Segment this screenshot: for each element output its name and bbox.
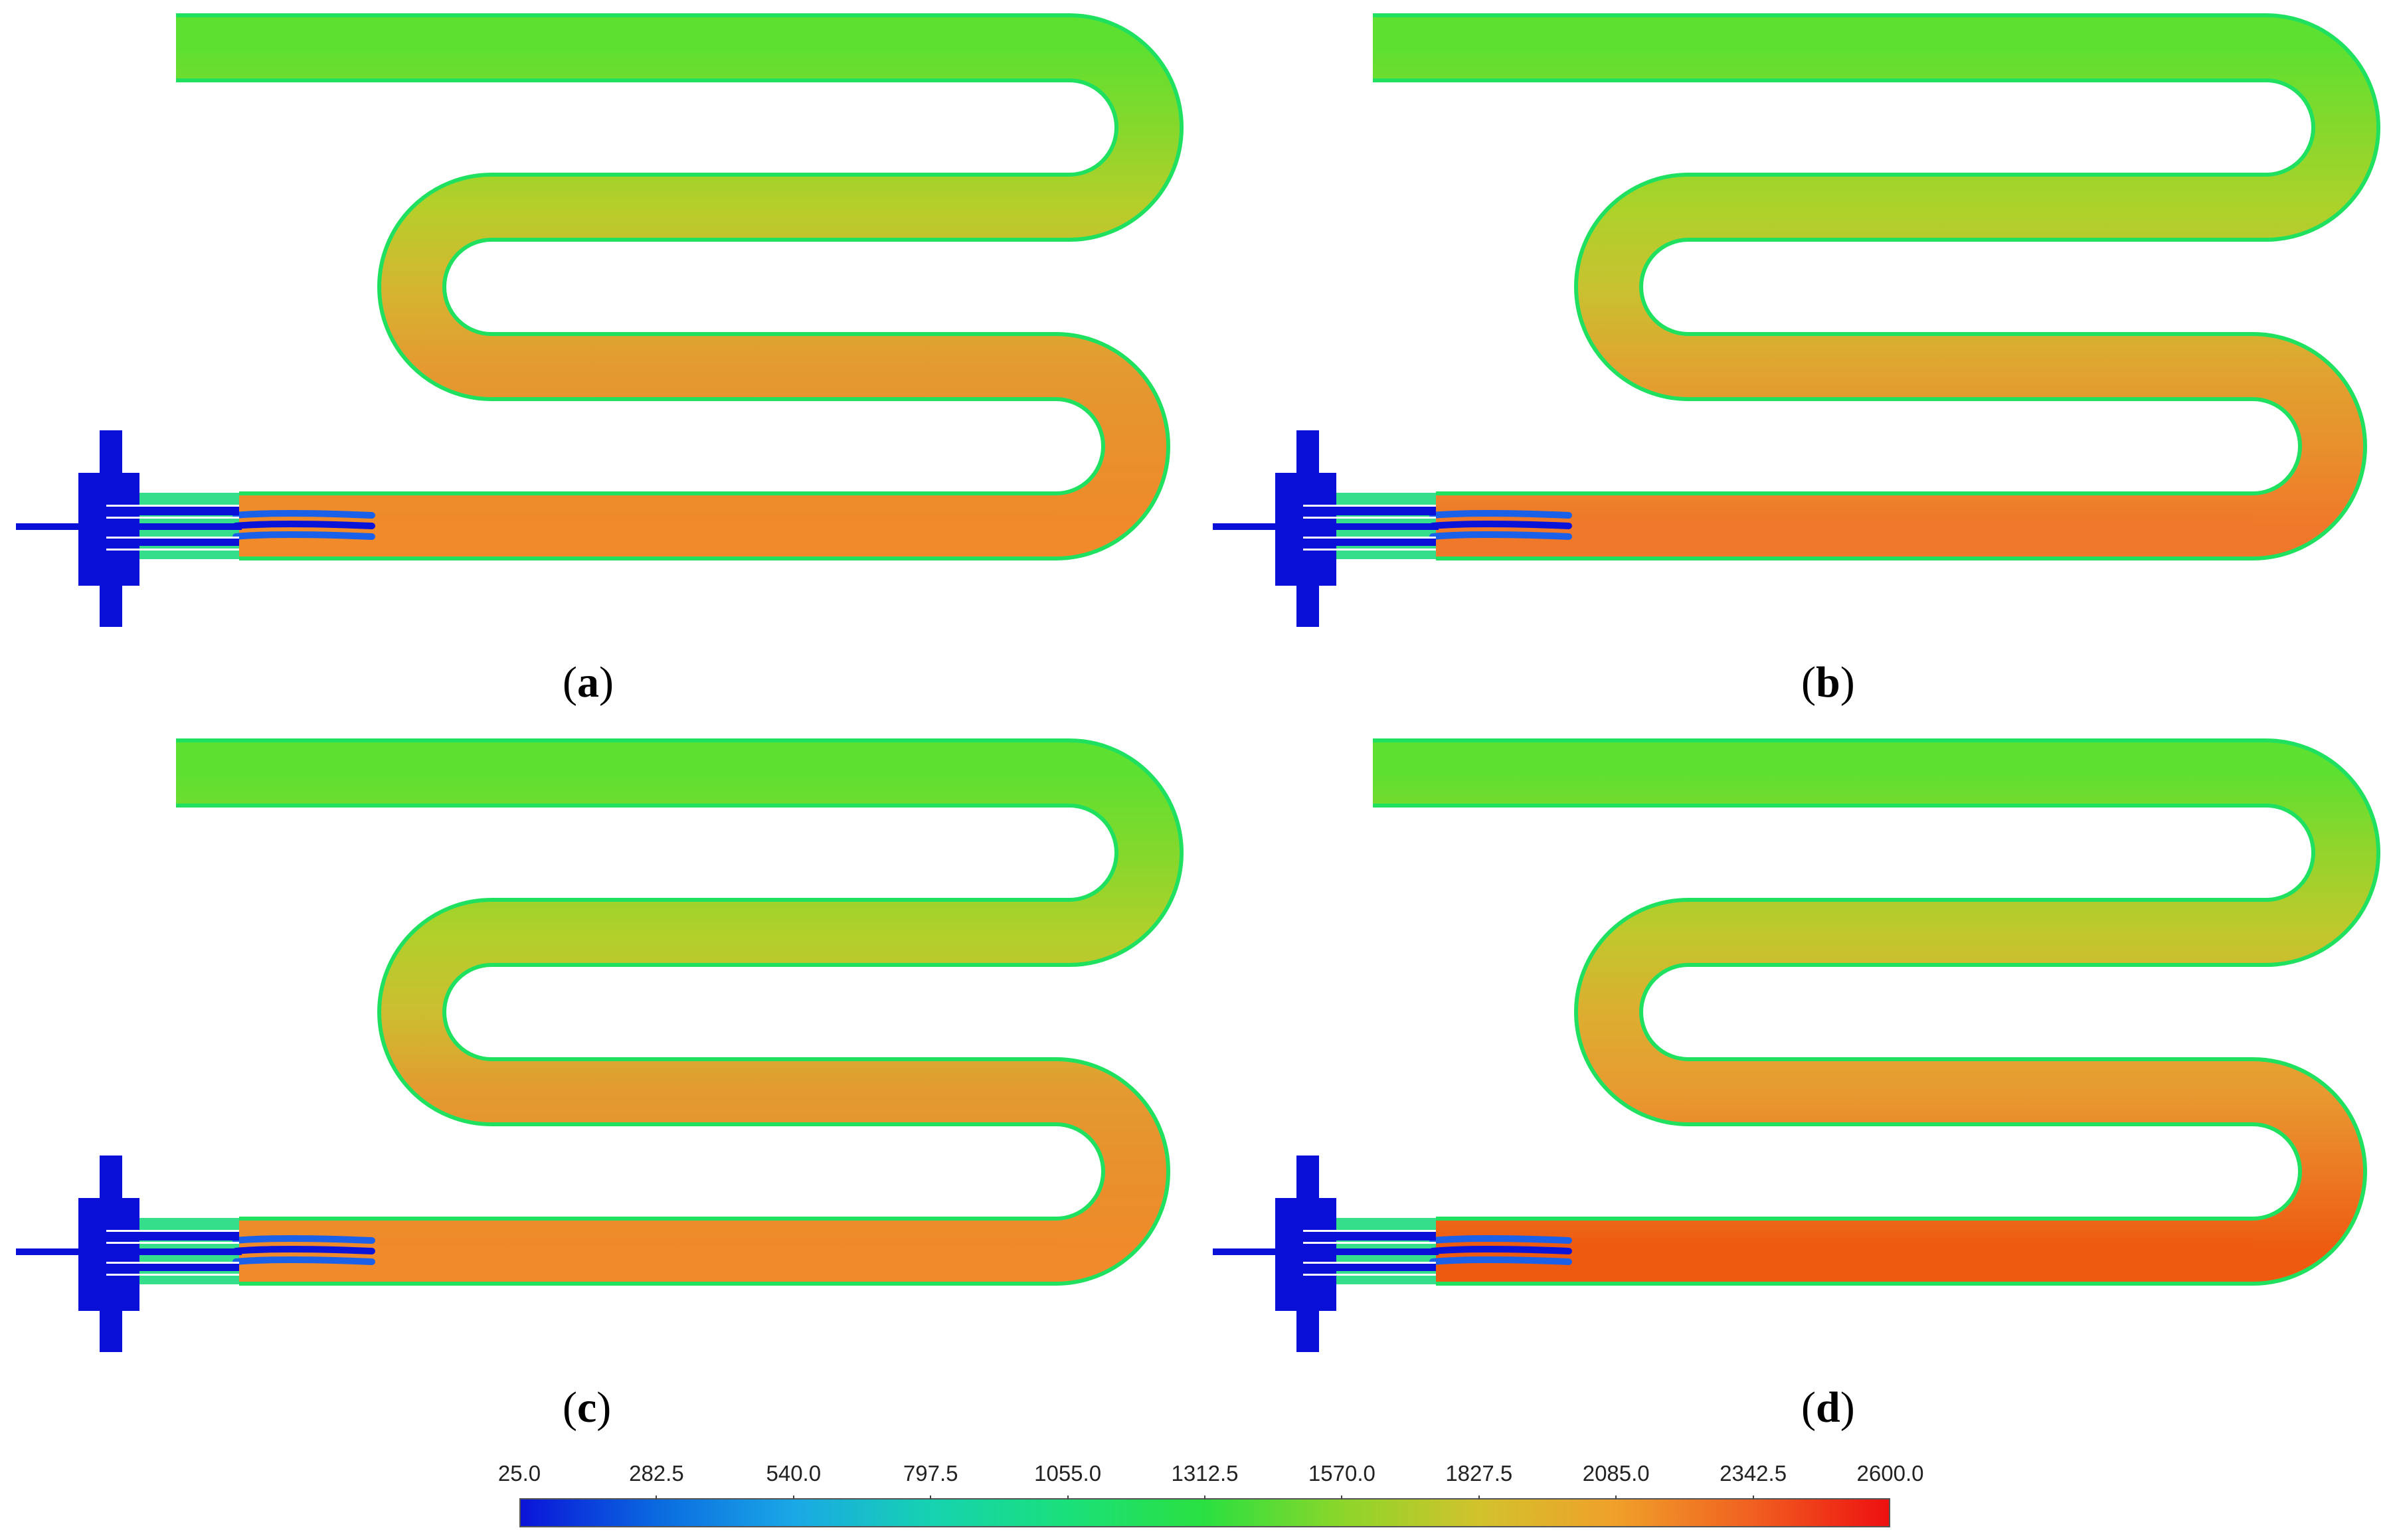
colorbar-tick-label: 1570.0: [1308, 1461, 1375, 1486]
colorbar-tick-mark: [1067, 1496, 1069, 1499]
colorbar-tick-label: 1312.5: [1171, 1461, 1239, 1486]
tube-wall: [176, 738, 1184, 1286]
burner-assembly: [16, 1155, 242, 1352]
burner-assembly: [1213, 1155, 1439, 1352]
flame-jet: [1429, 531, 1572, 540]
colorbar-tick-label: 1055.0: [1034, 1461, 1102, 1486]
colorbar-tick-mark: [1341, 1496, 1343, 1499]
colorbar-tick-label: 282.5: [629, 1461, 684, 1486]
colorbar-legend: 25.0 282.5 540.0 797.5 1055.0 1312.5 1570.0 182…: [491, 1461, 1923, 1534]
colorbar-tick-mark: [1615, 1496, 1617, 1499]
colorbar-tick-label: 797.5: [903, 1461, 958, 1486]
panel-label-letter: a: [576, 658, 599, 707]
flame-jet: [232, 1246, 375, 1254]
temperature-contour-a: [16, 13, 1184, 627]
burner-assembly: [1213, 430, 1439, 627]
tube-core: [176, 742, 1180, 1282]
flame-jet: [1429, 1256, 1572, 1265]
colorbar-tick-mark: [930, 1496, 932, 1499]
panel-label-letter: c: [576, 1383, 597, 1432]
burner-assembly: [16, 430, 242, 627]
colorbar-tick-mark: [1204, 1496, 1205, 1499]
colorbar-gradient: [519, 1498, 1890, 1527]
colorbar-tick-label: 2600.0: [1856, 1461, 1924, 1486]
colorbar-tick-label: 25.0: [497, 1461, 541, 1486]
panel-c: [0, 725, 1196, 1389]
colorbar-tick-label: 2342.5: [1720, 1461, 1787, 1486]
temperature-contour-d: [1213, 738, 2380, 1352]
flame-jet: [1429, 1235, 1572, 1244]
colorbar-tick-label: 2085.0: [1582, 1461, 1650, 1486]
colorbar-tick-mark: [1752, 1496, 1754, 1499]
tube-wall: [1373, 13, 2380, 560]
temperature-contour-c: [16, 738, 1184, 1352]
tube-core: [176, 17, 1180, 556]
flame-jet: [232, 521, 375, 529]
flame-jet: [232, 510, 375, 519]
flame-jet: [232, 1256, 375, 1265]
panel-label-c: (c): [563, 1383, 612, 1432]
flame-jet: [1429, 510, 1572, 519]
panel-label-b: (b): [1801, 658, 1855, 707]
flame-jet: [232, 531, 375, 540]
colorbar-tick-mark: [1478, 1496, 1480, 1499]
panel-a: [0, 0, 1196, 664]
panel-label-letter: d: [1815, 1383, 1840, 1432]
panel-label-d: (d): [1801, 1383, 1855, 1432]
colorbar-tick-label: 1827.5: [1445, 1461, 1513, 1486]
tube-core: [1373, 742, 2376, 1282]
panel-d: [1197, 725, 2393, 1389]
tube-core: [1373, 17, 2376, 556]
tube-wall: [1373, 738, 2380, 1286]
flame-jet: [1429, 521, 1572, 529]
temperature-contour-b: [1213, 13, 2380, 627]
panel-b: [1197, 0, 2393, 664]
colorbar-tick-label: 540.0: [766, 1461, 822, 1486]
colorbar-tick-mark: [656, 1496, 658, 1499]
tube-wall: [176, 13, 1184, 560]
colorbar-tick-mark: [792, 1496, 794, 1499]
panel-label-a: (a): [563, 658, 614, 707]
panel-label-letter: b: [1815, 658, 1840, 707]
flame-jet: [1429, 1246, 1572, 1254]
flame-jet: [232, 1235, 375, 1244]
